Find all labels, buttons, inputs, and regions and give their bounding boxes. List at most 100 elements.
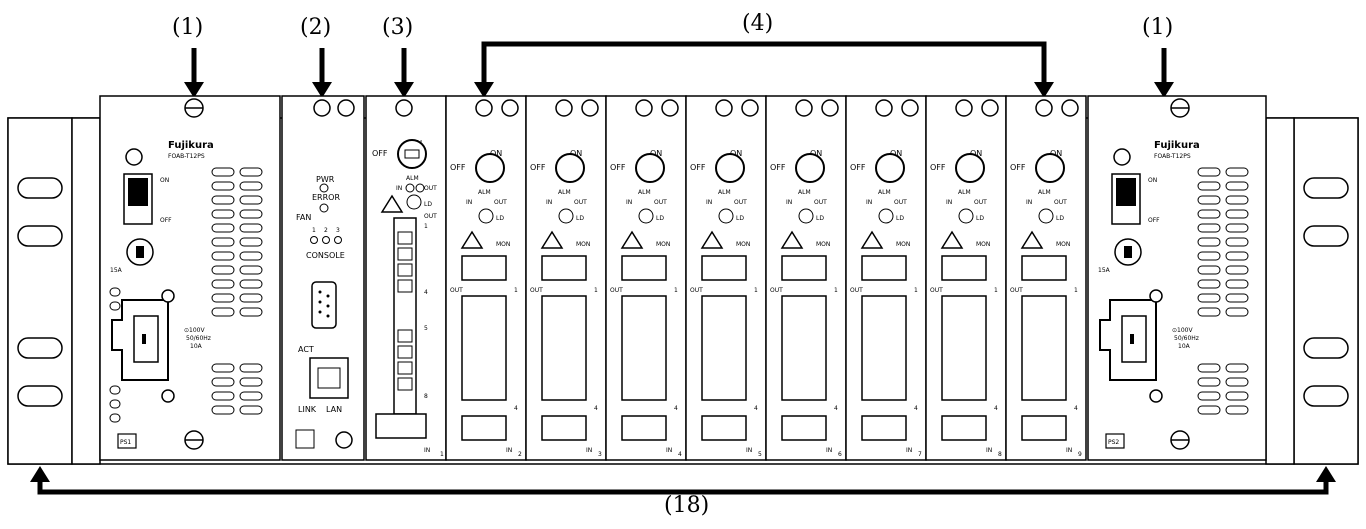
callout-arrows — [30, 41, 1336, 495]
amp-out-label: OUT — [894, 199, 907, 206]
amp-in-port-label: IN — [506, 447, 512, 454]
psu2-rating-line-3: 10A — [1178, 343, 1191, 350]
amp-in-label: IN — [546, 199, 552, 206]
amp-out-port-label: OUT — [930, 287, 943, 294]
amp-slot-number: 4 — [678, 451, 682, 458]
amp-mon-label: MON — [736, 241, 750, 248]
slot1-in-bottom: IN — [424, 447, 430, 454]
console-port[interactable] — [311, 281, 337, 329]
amp-ld-label: LD — [1056, 215, 1064, 222]
psu2-vent-slots — [1197, 167, 1249, 415]
ctrl-fan-3: 3 — [336, 227, 340, 234]
psu-brand: Fujikura — [168, 140, 214, 151]
amp-on-label: ON — [890, 149, 902, 158]
psu-label-ps2: PS2 — [1108, 439, 1119, 446]
amp-port-4: 4 — [514, 405, 518, 412]
amp-mon-label: MON — [576, 241, 590, 248]
amp-slot-number: 2 — [518, 451, 522, 458]
ctrl-lan-label: LAN — [326, 405, 342, 414]
amp-ld-label: LD — [816, 215, 824, 222]
amp-port-1: 1 — [834, 287, 838, 294]
slot1-out-label: OUT — [424, 185, 437, 192]
psu-model: FOAB-T12PS — [168, 153, 205, 160]
amp-slot-number: 7 — [918, 451, 922, 458]
amp-ld-label: LD — [656, 215, 664, 222]
amp-off-label: OFF — [450, 163, 466, 172]
slot1-module: ON OFF ALM IN OUT LD OUT 1 4 5 8 IN 1 — [365, 95, 447, 461]
psu2-rating-line-2: 50/60Hz — [1174, 335, 1199, 342]
amp-port-4: 4 — [674, 405, 678, 412]
amp-in-label: IN — [1026, 199, 1032, 206]
amp-mon-label: MON — [816, 241, 830, 248]
ctrl-fan-label: FAN — [296, 213, 311, 222]
amp-key-switch[interactable] — [1035, 153, 1065, 183]
amp-in-port-label: IN — [826, 447, 832, 454]
psu-label-ps1: PS1 — [120, 439, 131, 446]
amp-key-switch[interactable] — [715, 153, 745, 183]
ctrl-link-label: LINK — [298, 405, 317, 414]
amp-module-slot-7: ON OFF ALM IN OUT LD MON OUT 1 4 IN 7 — [845, 95, 927, 461]
ctrl-act-label: ACT — [298, 345, 314, 354]
amp-module-slot-5: ON OFF ALM IN OUT LD MON OUT 1 4 IN 5 — [685, 95, 767, 461]
amp-in-port-label: IN — [666, 447, 672, 454]
amp-port-4: 4 — [594, 405, 598, 412]
amp-mon-label: MON — [496, 241, 510, 248]
amp-in-port-label: IN — [906, 447, 912, 454]
amp-out-label: OUT — [574, 199, 587, 206]
amp-alm-label: ALM — [878, 189, 891, 196]
ctrl-console-label: CONSOLE — [306, 251, 345, 260]
amp-port-1: 1 — [1074, 287, 1078, 294]
amp-port-4: 4 — [914, 405, 918, 412]
amp-out-port-label: OUT — [450, 287, 463, 294]
amp-module-slot-3: ON OFF ALM IN OUT LD MON OUT 1 4 IN 3 — [525, 95, 607, 461]
amp-ld-label: LD — [896, 215, 904, 222]
amp-in-label: IN — [626, 199, 632, 206]
amp-key-switch[interactable] — [635, 153, 665, 183]
amp-alm-label: ALM — [718, 189, 731, 196]
slot1-off-label: OFF — [372, 149, 388, 158]
amp-on-label: ON — [1050, 149, 1062, 158]
callout-psu-right: (1) — [1142, 15, 1173, 40]
callout-controller: (2) — [300, 15, 331, 40]
callout-slot1-module: (3) — [382, 15, 413, 40]
controller-module: PWR ERROR FAN 1 2 3 CONSOLE ACT LINK LAN — [281, 95, 365, 461]
amp-in-label: IN — [946, 199, 952, 206]
psu2-switch-off: OFF — [1148, 217, 1160, 224]
amp-in-label: IN — [786, 199, 792, 206]
amp-key-switch[interactable] — [475, 153, 505, 183]
amp-on-label: ON — [490, 149, 502, 158]
amp-key-switch[interactable] — [555, 153, 585, 183]
psu2-rating-line-1: ⊙100V — [1172, 327, 1193, 334]
amp-ld-label: LD — [736, 215, 744, 222]
amp-off-label: OFF — [530, 163, 546, 172]
amp-module-slot-8: ON OFF ALM IN OUT LD MON OUT 1 4 IN 8 — [925, 95, 1007, 461]
amp-out-label: OUT — [494, 199, 507, 206]
amp-out-label: OUT — [734, 199, 747, 206]
amp-port-1: 1 — [514, 287, 518, 294]
amp-out-port-label: OUT — [690, 287, 703, 294]
slot1-in-label: IN — [396, 185, 402, 192]
amp-off-label: OFF — [770, 163, 786, 172]
amp-slot-number: 3 — [598, 451, 602, 458]
amp-port-1: 1 — [674, 287, 678, 294]
amp-on-label: ON — [570, 149, 582, 158]
amp-out-label: OUT — [814, 199, 827, 206]
amp-key-switch[interactable] — [955, 153, 985, 183]
slot1-number: 1 — [440, 451, 444, 458]
amp-out-port-label: OUT — [610, 287, 623, 294]
amp-slot-number: 9 — [1078, 451, 1082, 458]
amp-key-switch[interactable] — [795, 153, 825, 183]
amp-port-4: 4 — [754, 405, 758, 412]
amp-off-label: OFF — [690, 163, 706, 172]
amp-in-label: IN — [466, 199, 472, 206]
lan-port[interactable] — [309, 357, 349, 399]
slot1-alm-label: ALM — [406, 175, 419, 182]
amp-in-port-label: IN — [1066, 447, 1072, 454]
amp-ld-label: LD — [496, 215, 504, 222]
ctrl-pwr-label: PWR — [316, 175, 335, 184]
ctrl-fan-1: 1 — [312, 227, 316, 234]
ctrl-fan-2: 2 — [324, 227, 328, 234]
amp-alm-label: ALM — [958, 189, 971, 196]
amp-key-switch[interactable] — [875, 153, 905, 183]
